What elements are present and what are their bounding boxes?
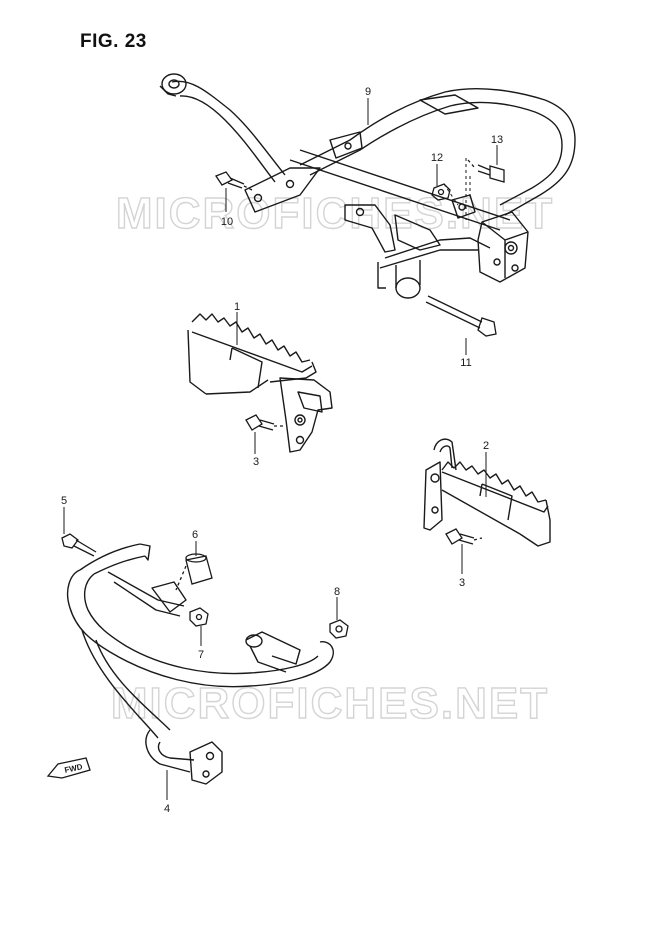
watermark-text: MICROFICHES.NET	[111, 679, 549, 728]
part-3-bolt-lower	[445, 528, 483, 545]
callout-10: 10	[221, 216, 233, 228]
fwd-arrow-icon: FWD	[46, 757, 91, 779]
part-4-crash-bar	[66, 543, 334, 785]
guide-lines-top	[443, 158, 471, 220]
callout-13: 13	[491, 134, 503, 146]
callout-11: 11	[460, 357, 471, 369]
callout-9: 9	[365, 86, 371, 98]
part-6-spacer	[175, 553, 213, 591]
part-2-footrest	[423, 438, 551, 547]
callout-3-lower: 3	[459, 577, 465, 589]
callout-2: 2	[483, 440, 489, 452]
watermark-bottom: MICROFICHES.NET	[110, 678, 549, 728]
callout-1: 1	[234, 301, 240, 313]
part-10-bolt	[215, 171, 253, 191]
callout-8: 8	[334, 586, 340, 598]
part-5-bolt	[61, 533, 97, 557]
callout-7: 7	[198, 649, 204, 661]
part-13-bolt	[467, 159, 505, 183]
callout-4: 4	[164, 803, 170, 815]
fwd-label: FWD	[64, 762, 84, 775]
part-9-bracket-frame	[159, 73, 576, 299]
callout-5: 5	[61, 495, 67, 507]
part-7-nut	[189, 607, 209, 627]
callout-12: 12	[431, 152, 443, 164]
part-8-cap-nut	[329, 619, 349, 639]
leader-lines	[63, 98, 498, 800]
callout-3-upper: 3	[253, 456, 259, 468]
callout-numbers: 9 13 12 10 11 1 3 2 3 5 6 7 8 4	[61, 86, 503, 815]
callout-6: 6	[192, 529, 198, 541]
part-3-bolt-upper	[245, 414, 284, 431]
part-1-footrest	[187, 313, 333, 453]
figure-title: FIG. 23	[80, 31, 147, 52]
part-11-bolt	[425, 295, 497, 337]
